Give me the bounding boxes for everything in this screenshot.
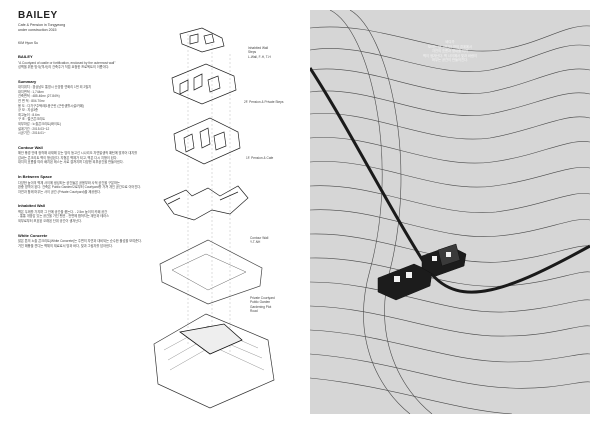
section-text: 다양한 높이의 벽체 사이에 생성되는 공간들은 공용부와 사적 공간을 구분하… — [18, 180, 120, 185]
section-contour-wall: Contour Wall 해안 풍경 안에 정착해 내재해 있는 땅의 등고선 … — [18, 145, 148, 165]
label-pension-private: 2F. Pension & Private Steps — [244, 100, 284, 104]
exploded-axonometric: Inhabited Wall Steps L-Wall, F-H, T-H 2F… — [150, 14, 298, 414]
summary-row: 최고높이 : 8.6m — [18, 112, 40, 117]
summary-row: 대지면적 : 1,744m² — [18, 89, 45, 94]
summary-row: 외부마감 : 노출콘크리트(화이트) — [18, 121, 61, 126]
section-text: 완충 영역이 된다. 건축은 Public Garden으로부터 Courtya… — [18, 185, 142, 190]
section-text: 거친 해풍을 견디는 벽체의 재료로서 땅과 바다, 빛과 그림자를 담아낸다. — [18, 243, 113, 248]
site-model-photo: 바다가 보이는 땅, 바다와 땅의 경계에서 자연의 흐름과 형태를 따라 벽이… — [310, 10, 590, 414]
label-pension-cafe: 1F. Pension & Cafe — [246, 156, 274, 160]
section-text: "A Courtyard of castle or fortification,… — [18, 60, 116, 65]
project-title: BAILEY — [18, 10, 58, 21]
photo-caption: 바다가 보이는 땅, 바다와 땅의 경계에서 자연의 흐름과 형태를 따라 벽이… — [422, 40, 478, 63]
section-bailey: BAILEY "A Courtyard of castle or fortifi… — [18, 54, 148, 70]
contour-model — [310, 10, 590, 414]
section-heading: White Concrete — [18, 232, 48, 238]
summary-row: 규 모 : 지상3층 — [18, 108, 38, 113]
label-contour-wall: Contour Wall Y-T-NH — [250, 236, 269, 245]
section-heading: BAILEY — [18, 54, 33, 59]
section-in-between-space: In Between Space 다양한 높이의 벽체 사이에 생성되는 공간들… — [18, 174, 148, 194]
summary-row: 구 조 : 철근콘크리트 — [18, 117, 46, 122]
section-text: 해안 풍경 안에 정착해 내재해 있는 땅의 등고선 시나리오 자연발생적 패턴… — [18, 151, 138, 156]
section-heading: Inhabited Wall — [18, 203, 45, 209]
section-heading: Summary — [18, 78, 37, 84]
project-subtitle: Cafe & Pension in Tongyeong — [18, 23, 66, 27]
summary-row: 용 도 : 다가구주택/제1종근린 (근린생활시설/카페) — [18, 103, 84, 108]
section-text: 밝은 톤의 노출 콘크리트(White Concrete)는 주변의 자연과 대… — [18, 239, 142, 244]
summary-row: 설계기간 : 2015.03~12 — [18, 126, 50, 131]
summary-row: 대지위치 : 경상남도 통영시 산양읍 연화리 1번 외 2필지 — [18, 85, 92, 90]
section-heading: Contour Wall — [18, 144, 43, 150]
section-inhabited-wall: Inhabited Wall 벽은 두께를 가지며 그 안에 공간을 품는다. … — [18, 203, 148, 223]
section-text: 자연과 함께 머무는 사이 공간 (Private Courtyard)을 제공… — [18, 189, 101, 194]
author: KIM Hyun Su — [18, 41, 38, 45]
section-text: 감싸는 콘크리트 벽이 형성된다. 지형은 벽체가 되고, 벽은 다시 지형이 … — [18, 155, 118, 160]
axonometric-drawing — [153, 27, 275, 409]
section-text: 대지의 흐름을 따라 배치된 매스는 서로 겹쳐지며 다양한 외부공간을 만들어… — [18, 160, 124, 165]
label-inhabited-wall: Inhabited Wall Steps L-Wall, F-H, T-H — [248, 46, 271, 59]
section-text: 벽은 두께를 가지며 그 안에 공간을 품는다. - 2.5m 높이의 카페 공… — [18, 209, 108, 214]
summary-row: 시공기간 : 2016.01~ — [18, 131, 46, 136]
summary-row: 건축면적 : 485.46m² (27.84%) — [18, 94, 60, 99]
label-site: Private Courtyard Public Garden Gardenin… — [250, 296, 275, 314]
project-status: under construction 2015 — [18, 28, 57, 32]
section-text: - 통통 개방감 있는 공간을 가진 펜션 - 전면에 합쳐지는 계단과 테라스 — [18, 214, 110, 219]
summary-row: 연 면 적 : 804.70m² — [18, 98, 45, 103]
section-text: 외부로부터 보호된 오래된 단위 공간이 생겨난다. — [18, 218, 82, 223]
text-column: BAILEY Cafe & Pension in Tongyeong under… — [18, 10, 148, 248]
section-white-concrete: White Concrete 밝은 톤의 노출 콘크리트(White Concr… — [18, 233, 148, 249]
section-heading: In Between Space — [18, 174, 53, 179]
section-summary: Summary 대지위치 : 경상남도 통영시 산양읍 연화리 1번 외 2필지… — [18, 79, 148, 136]
section-text: 성벽을 위한 방식(역사)의 건축주가 직접 요청한 프로젝트의 이름이다. — [18, 65, 110, 70]
